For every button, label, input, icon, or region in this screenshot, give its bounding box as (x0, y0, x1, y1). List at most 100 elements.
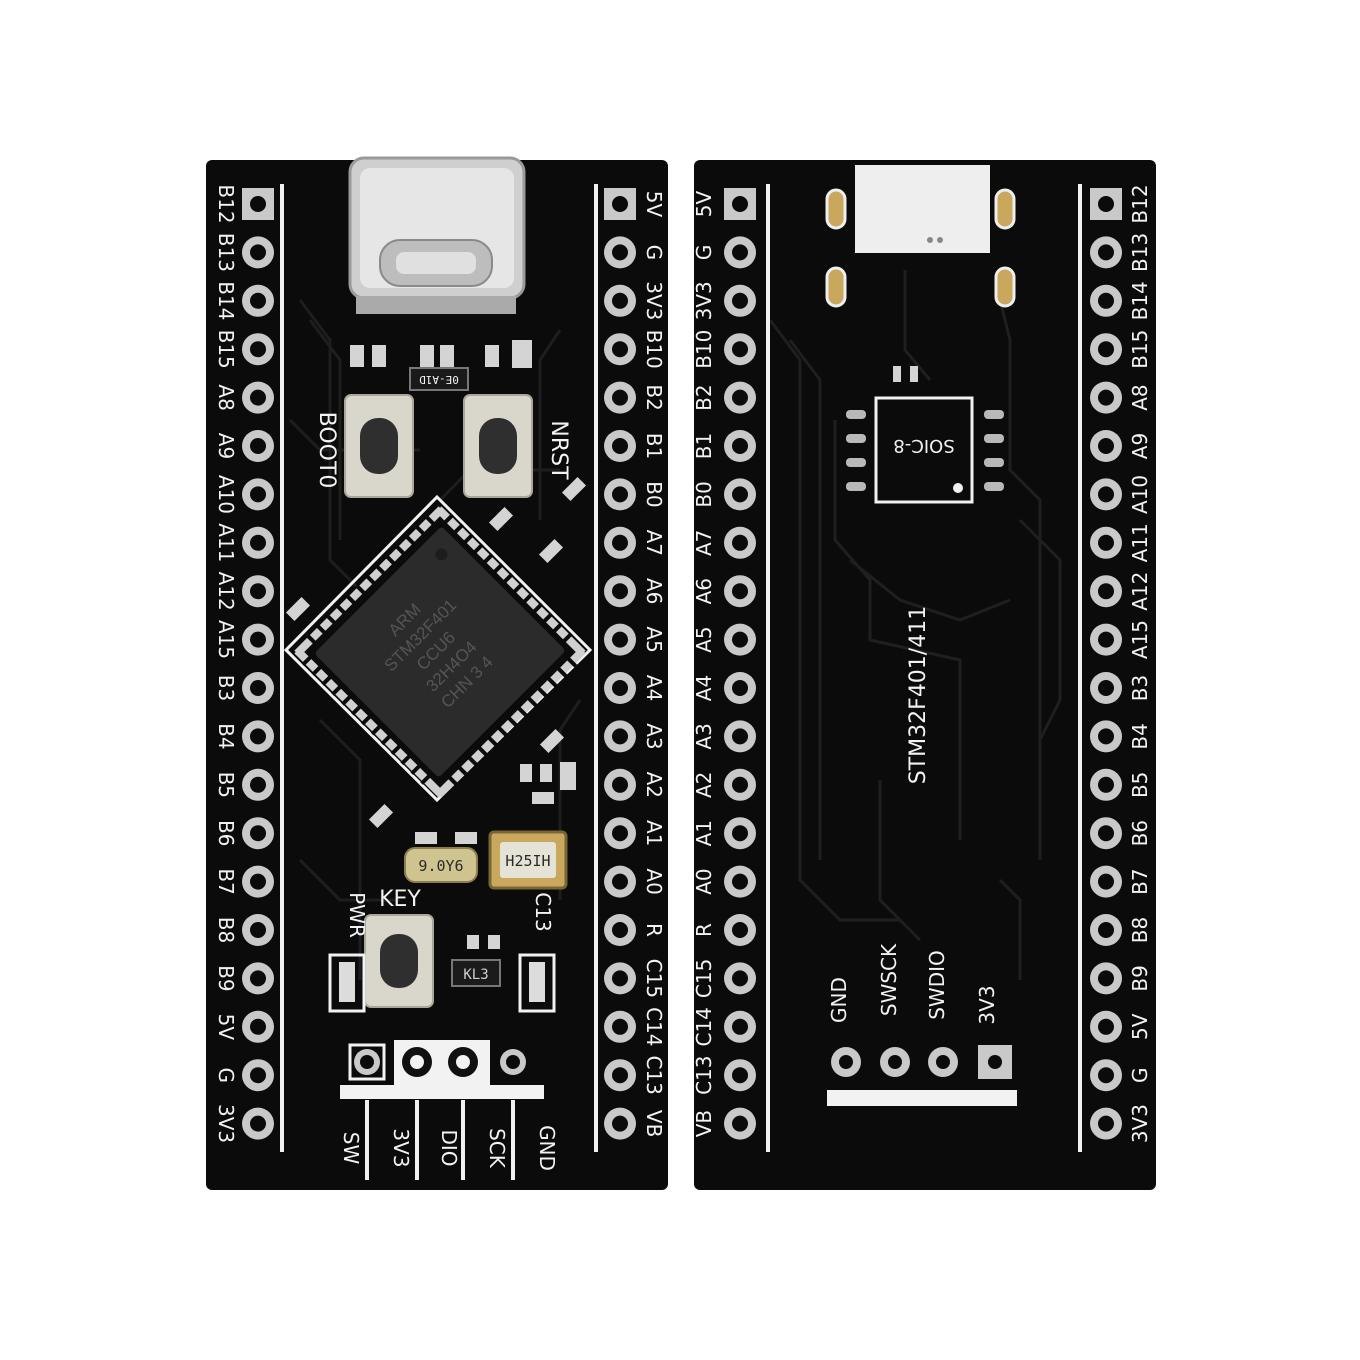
header-pin (1090, 623, 1122, 656)
back-pcb (694, 160, 1156, 1190)
header-pin (1090, 672, 1122, 704)
pin-label: A3 (692, 723, 716, 749)
nrst-button[interactable] (463, 394, 533, 498)
header-pin (242, 575, 274, 608)
pin-label: A4 (642, 675, 666, 701)
pin-label: B14 (1128, 281, 1152, 320)
header-pin (242, 768, 274, 801)
swd-pads (831, 1045, 1012, 1079)
header-pin (604, 720, 636, 753)
header-pin (242, 865, 274, 898)
pin-label: B0 (692, 481, 716, 507)
pin-label: A6 (642, 578, 666, 604)
header-pin (1090, 1010, 1122, 1043)
pin-label: A15 (1128, 620, 1152, 659)
pin-label: A0 (642, 868, 666, 894)
header-pin (1090, 817, 1122, 850)
pin-label: A3 (642, 723, 666, 749)
header-pin (1090, 1059, 1122, 1092)
header-pin (604, 526, 636, 559)
swd-pin-label: SWSCK (877, 943, 901, 1016)
header-pin (242, 188, 274, 220)
pin-label: B6 (1128, 820, 1152, 846)
pin-label: A9 (1128, 433, 1152, 459)
pin-label: B12 (1128, 184, 1152, 223)
swd-pin-label: 3V3 (975, 985, 999, 1024)
header-pin (604, 914, 636, 946)
pin-label: B2 (642, 384, 666, 410)
header-pin (242, 381, 274, 414)
header-pin (724, 430, 756, 462)
soic-8-label: SOIC-8 (893, 435, 954, 456)
smd-passives-top (350, 340, 532, 368)
pin-label: B1 (692, 433, 716, 459)
key-button[interactable] (364, 914, 434, 1008)
key-label: KEY (379, 887, 421, 912)
c13-label: C13 (531, 892, 555, 931)
header-pin (604, 478, 636, 511)
pin-label: 3V3 (214, 1104, 238, 1143)
header-pin (242, 720, 274, 753)
pin-label: R (692, 923, 716, 937)
regulator-chip (409, 367, 469, 391)
pin-label: B3 (1128, 675, 1152, 701)
pin-label: A12 (214, 572, 238, 611)
front-right-header (604, 188, 636, 1140)
pin-label: B7 (1128, 868, 1152, 894)
header-pin (242, 817, 274, 850)
header-pin (604, 1059, 636, 1092)
pin-label: B13 (1128, 233, 1152, 272)
front-right-pin-labels: 5VG3V3B10B2B1B0A7A6A5A4A3A2A1A0RC15C14C1… (642, 191, 666, 1138)
pin-label: A5 (642, 626, 666, 652)
pin-label: B2 (692, 384, 716, 410)
header-pin (724, 865, 756, 898)
pin-label: 5V (214, 1014, 238, 1041)
pin-label: B0 (642, 481, 666, 507)
header-pin (724, 817, 756, 850)
pin-label: A12 (1128, 572, 1152, 611)
header-pin (1090, 188, 1122, 220)
header-pin (242, 236, 274, 269)
header-pin (242, 1107, 274, 1140)
header-pin (724, 914, 756, 946)
header-pin (1090, 381, 1122, 414)
pin-label: A4 (692, 675, 716, 701)
swd-silk-bar (827, 1090, 1017, 1106)
mcu-chip (294, 506, 586, 798)
header-pin (724, 284, 756, 317)
pin-label: 5V (642, 191, 666, 218)
header-pin (604, 962, 636, 995)
swd-header (340, 1040, 544, 1180)
smd-passives-mid (285, 476, 587, 844)
pin-label: 5V (692, 190, 716, 217)
header-pin (724, 768, 756, 801)
back-right-pin-labels: B12B13B14B15A8A9A10A11A12A15B3B4B5B6B7B8… (1128, 184, 1152, 1143)
board-name: STM32F401/411 (906, 606, 931, 784)
pin-label: G (642, 245, 666, 261)
pin-label: A8 (214, 384, 238, 410)
usb-shield-pad (855, 165, 990, 253)
crystal-small-marking: 9.0Y6 (418, 857, 463, 875)
front-left-pin-labels: B12B13B14B15A8A9A10A11A12A15B3B4B5B6B7B8… (214, 184, 238, 1143)
pin-label: B1 (642, 433, 666, 459)
header-pin (242, 478, 274, 511)
pin-label: C15 (642, 959, 666, 998)
pin-label: B5 (1128, 772, 1152, 798)
pin-label: VB (642, 1110, 666, 1137)
pin-label: B10 (692, 330, 716, 369)
debug-pin-label: DIO (437, 1129, 461, 1166)
header-pin (604, 1010, 636, 1043)
boot0-button[interactable] (344, 394, 414, 498)
header-pin (1090, 333, 1122, 366)
header-pin (724, 672, 756, 704)
swd-pin-label: GND (827, 977, 851, 1023)
transistor: KL3 (451, 935, 501, 987)
header-pin (604, 188, 636, 220)
front-board: 0E-A1D BOOT0 NRST (206, 156, 668, 1190)
crystal-large-marking: H25IH (505, 852, 550, 870)
debug-pin-label: 3V3 (389, 1128, 413, 1167)
header-pin (724, 623, 756, 656)
pin-label: C14 (642, 1007, 666, 1046)
pin-label: B15 (214, 330, 238, 369)
